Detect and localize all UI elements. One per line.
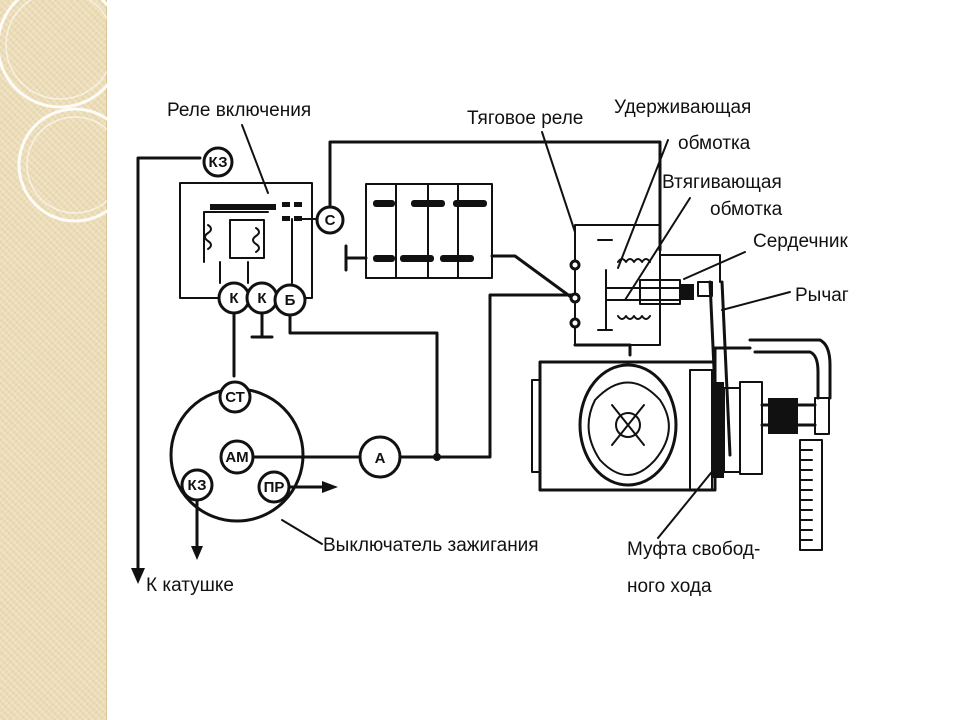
- terminal-kz-relay-label: КЗ: [208, 154, 227, 171]
- terminal-b: Б: [273, 283, 307, 317]
- switch-relay: [179, 182, 319, 299]
- terminal-st-label: СТ: [225, 389, 245, 406]
- label-traction-relay: Тяговое реле: [467, 108, 583, 129]
- terminal-c: С: [315, 205, 345, 235]
- terminal-kz-switch: КЗ: [180, 468, 214, 502]
- slide-decor-strip: [0, 0, 107, 720]
- label-freewheel-2: ного хода: [627, 576, 712, 597]
- terminal-kz-relay: КЗ: [202, 146, 234, 178]
- label-freewheel-1: Муфта свобод-: [627, 539, 760, 560]
- traction-relay: [569, 224, 721, 346]
- ammeter-label: А: [375, 450, 386, 467]
- terminal-kz-switch-label: КЗ: [187, 477, 206, 494]
- terminal-k1-label: К: [229, 290, 239, 307]
- starter-motor: [531, 280, 832, 492]
- label-lever: Рычаг: [795, 285, 849, 306]
- terminal-b-label: Б: [285, 292, 296, 309]
- label-core: Сердечник: [753, 231, 848, 252]
- wires: [131, 140, 662, 584]
- terminal-k2-label: К: [257, 290, 267, 307]
- terminal-am: АМ: [219, 439, 255, 475]
- label-holding-winding-2: обмотка: [678, 133, 751, 154]
- label-to-coil: К катушке: [146, 575, 234, 596]
- terminal-pr: ПР: [257, 470, 291, 504]
- flywheel-ring-gear: [799, 439, 823, 551]
- label-holding-winding-1: Удерживающая: [614, 97, 751, 118]
- terminal-am-label: АМ: [225, 449, 248, 466]
- label-ignition-switch: Выключатель зажигания: [323, 535, 539, 556]
- terminal-c-label: С: [325, 212, 336, 229]
- terminal-st: СТ: [218, 380, 252, 414]
- label-pull-winding-1: Втягивающая: [662, 172, 782, 193]
- terminal-k2: К: [245, 281, 279, 315]
- label-relay-switch: Реле включения: [167, 100, 311, 121]
- terminal-pr-label: ПР: [264, 479, 285, 496]
- battery: [365, 183, 493, 279]
- ammeter: А: [358, 435, 402, 479]
- terminal-k1: К: [217, 281, 251, 315]
- label-pull-winding-2: обмотка: [710, 199, 783, 220]
